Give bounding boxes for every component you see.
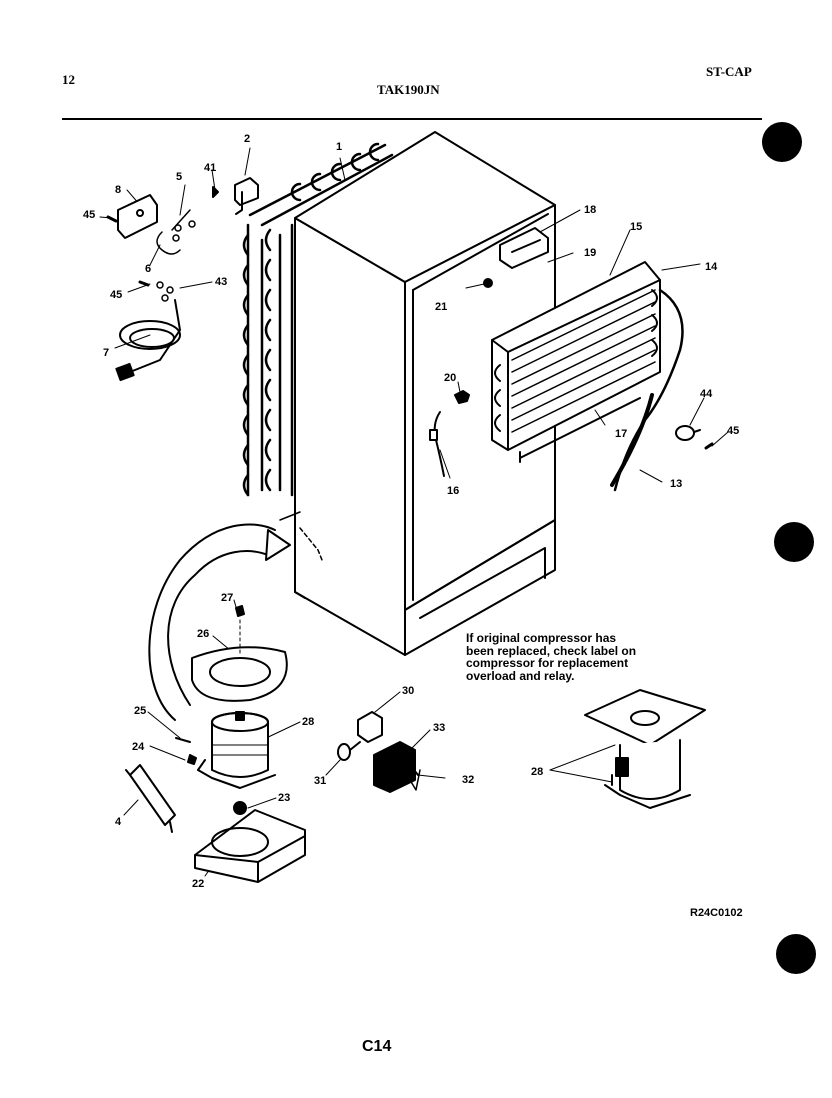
fan-bracket xyxy=(499,227,549,269)
cabinet-body xyxy=(294,131,556,656)
callout-23: 23 xyxy=(278,792,290,804)
callout-14: 14 xyxy=(705,261,718,273)
grommet-23 xyxy=(233,801,247,815)
header-rule xyxy=(62,118,762,120)
callout-26: 26 xyxy=(197,628,209,640)
condenser-coil xyxy=(242,142,394,497)
binder-hole-middle xyxy=(774,522,814,562)
drier-4 xyxy=(125,764,176,833)
capacitor-33 xyxy=(373,741,419,793)
overload-31 xyxy=(337,741,361,761)
callout-28-right: 28 xyxy=(531,766,543,778)
callout-30: 30 xyxy=(402,685,414,697)
callout-15: 15 xyxy=(630,221,642,233)
grommet-24 xyxy=(187,754,197,765)
airflow-arrow xyxy=(148,511,323,721)
callout-27: 27 xyxy=(221,592,233,604)
replacement-note: If original compressor has been replaced… xyxy=(466,632,696,682)
part-20 xyxy=(454,390,470,404)
page-code: C14 xyxy=(362,1038,392,1055)
series-label: ST-CAP xyxy=(706,64,752,79)
callout-45-top: 45 xyxy=(83,209,95,221)
power-cord xyxy=(115,299,181,382)
callout-13: 13 xyxy=(670,478,682,490)
callout-19: 19 xyxy=(584,247,596,259)
callout-6: 6 xyxy=(145,263,151,275)
callout-33: 33 xyxy=(433,722,445,734)
note-line: If original compressor has xyxy=(466,631,617,645)
bracket-8 xyxy=(117,194,158,239)
note-line: been replaced, check label on xyxy=(466,643,637,658)
part-6 xyxy=(156,231,181,255)
part-44 xyxy=(675,425,695,441)
drawing-code: R24C0102 xyxy=(690,907,743,919)
callout-41: 41 xyxy=(204,162,216,174)
callout-44: 44 xyxy=(700,388,713,400)
callout-31: 31 xyxy=(314,775,326,787)
callout-8: 8 xyxy=(115,184,121,196)
model-number: TAK190JN xyxy=(377,82,440,97)
callout-43: 43 xyxy=(215,276,227,288)
page-number: 12 xyxy=(62,72,75,87)
callout-45-middle: 45 xyxy=(110,289,122,301)
callout-28-left: 28 xyxy=(302,716,314,728)
note-line: overload and relay. xyxy=(466,668,575,683)
part-5 xyxy=(171,209,196,232)
relay-30 xyxy=(357,711,383,743)
callout-1: 1 xyxy=(336,141,342,153)
callout-7: 7 xyxy=(103,347,109,359)
part-43 xyxy=(156,281,174,302)
callout-5: 5 xyxy=(176,171,182,183)
drain-pan xyxy=(191,646,288,702)
callout-16: 16 xyxy=(447,485,459,497)
callout-22: 22 xyxy=(192,878,204,890)
callout-20: 20 xyxy=(444,372,456,384)
drain-tube xyxy=(613,288,684,492)
callout-17: 17 xyxy=(615,428,627,440)
callout-21: 21 xyxy=(435,301,447,313)
callout-32: 32 xyxy=(462,774,474,786)
screw-41 xyxy=(212,186,219,198)
callout-18: 18 xyxy=(584,204,596,216)
screw-27 xyxy=(235,605,245,617)
clip-25 xyxy=(175,737,191,743)
evaporator xyxy=(491,261,661,463)
clip-32 xyxy=(409,769,421,791)
callout-45-right: 45 xyxy=(727,425,739,437)
binder-hole-top xyxy=(762,122,802,162)
callout-24: 24 xyxy=(132,741,145,753)
base-plate-22 xyxy=(194,809,306,883)
screw-21 xyxy=(483,278,493,288)
note-line: compressor for replacement xyxy=(466,656,629,670)
callout-25: 25 xyxy=(134,705,146,717)
bracket-2 xyxy=(234,177,259,215)
callout-4: 4 xyxy=(115,816,122,828)
binder-hole-bottom xyxy=(776,934,816,974)
replacement-compressor xyxy=(584,689,706,809)
callout-2: 2 xyxy=(244,133,250,145)
compressor xyxy=(197,711,276,789)
